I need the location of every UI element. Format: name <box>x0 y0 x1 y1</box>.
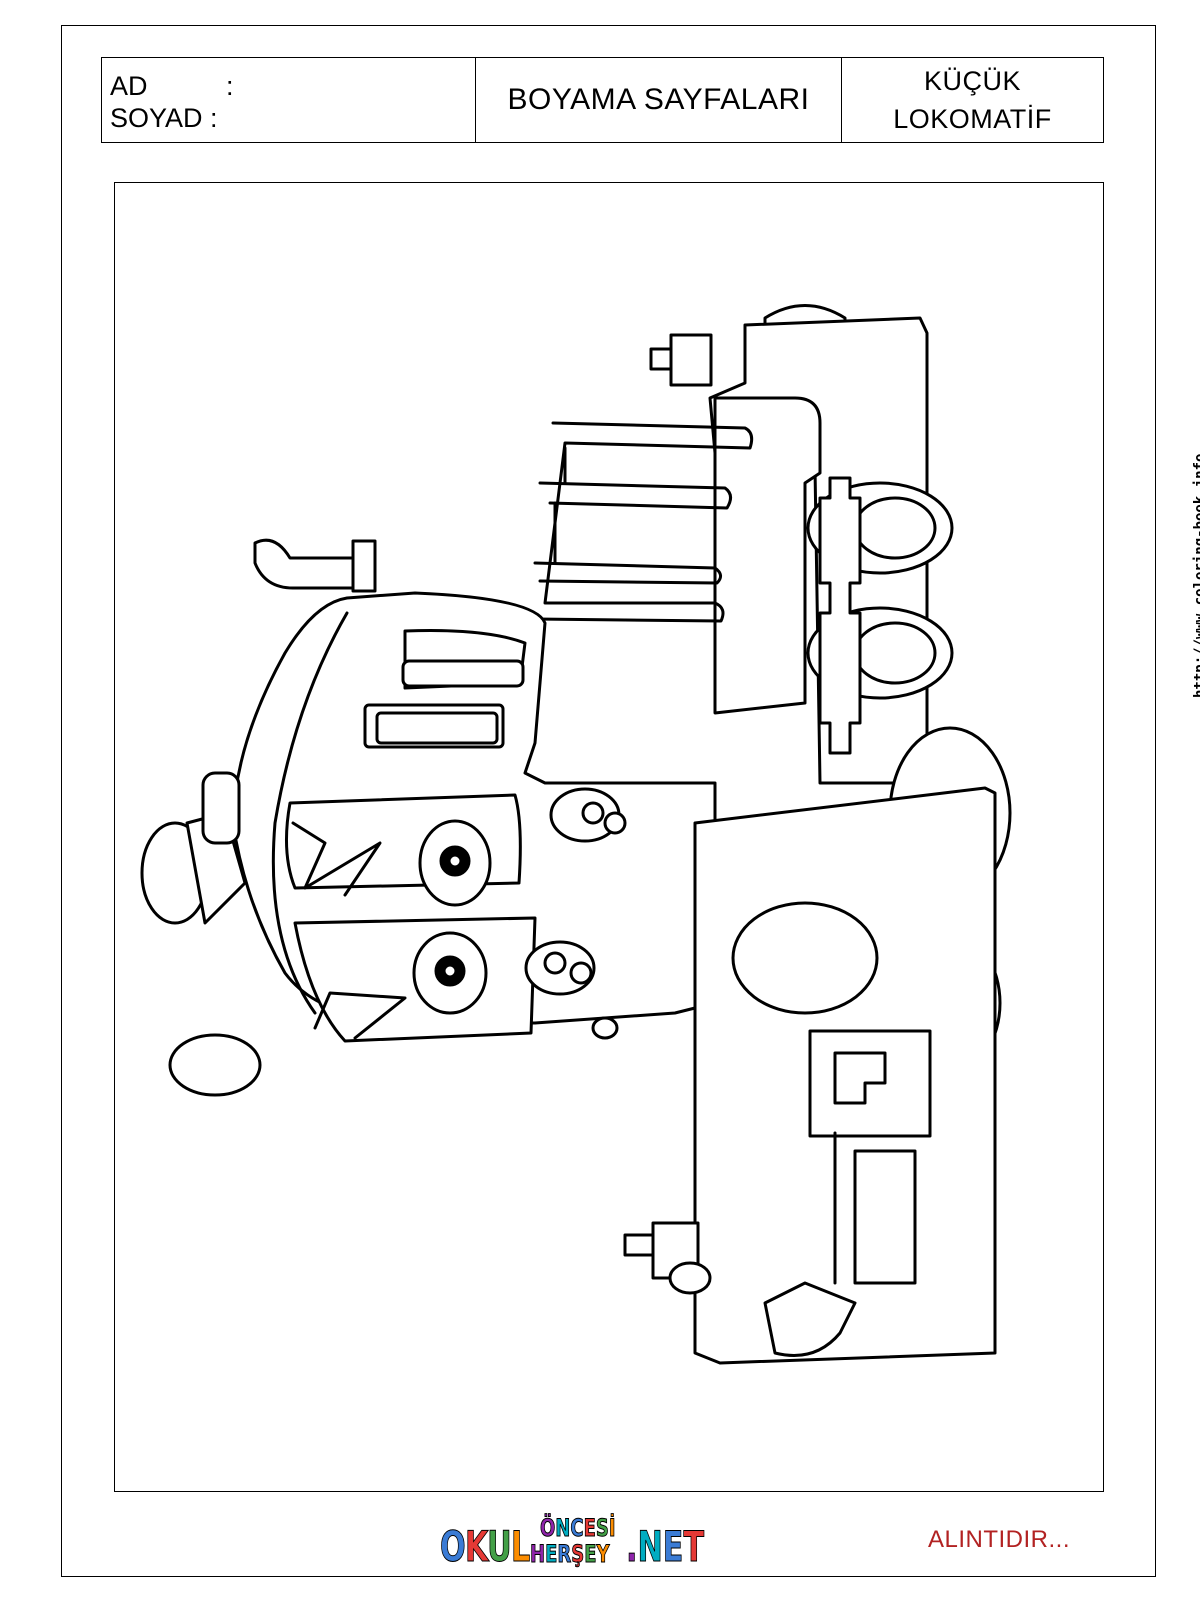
source-note: ALINTIDIR... <box>928 1526 1071 1553</box>
front-details <box>808 1029 932 1285</box>
logo-letter: C <box>570 1514 584 1543</box>
bottom-wheel <box>763 1281 857 1357</box>
subject-cell: KÜÇÜK LOKOMATİF <box>842 58 1103 142</box>
name-label: AD <box>110 71 148 101</box>
eyebrows <box>291 821 407 1040</box>
railings <box>533 421 754 623</box>
front-buffer <box>168 1033 262 1097</box>
logo-letter: Ş <box>571 1540 585 1569</box>
surname-label: SOYAD : <box>110 103 218 133</box>
logo-letter: Ö <box>540 1514 556 1543</box>
subject-line-2: LOKOMATİF <box>893 104 1052 134</box>
worksheet-border <box>61 25 1156 1577</box>
logo-letter: H <box>530 1540 546 1569</box>
logo-letter: L <box>511 1522 531 1572</box>
student-info-cell: AD: SOYAD : <box>102 58 476 142</box>
eye-right <box>412 931 488 1015</box>
name-field: AD: <box>110 72 234 100</box>
page-title: BOYAMA SAYFALARI <box>507 83 810 116</box>
subject-line-1: KÜÇÜK <box>923 66 1021 96</box>
surname-field: SOYAD : <box>110 104 218 132</box>
watermark-text: http://www.coloring-book.info <box>1192 453 1200 698</box>
headlamp <box>140 771 247 925</box>
rear-panel <box>713 396 822 715</box>
logo-letter: T <box>683 1522 705 1572</box>
logo-letter: E <box>583 1514 596 1543</box>
logo-letter: İ <box>608 1514 616 1543</box>
logo-net: .NET <box>626 1522 705 1572</box>
logo-oncesi: ÖNCESİ <box>540 1514 616 1543</box>
cab-windows <box>363 629 527 749</box>
exhaust-pipe <box>253 538 377 593</box>
logo-letter: Y <box>596 1540 610 1569</box>
logo-okul: OKUL <box>440 1522 531 1572</box>
logo-letter: E <box>584 1540 597 1569</box>
site-logo[interactable]: OKUL ÖNCESİ HERŞEY .NET <box>440 1512 710 1572</box>
top-coupler <box>649 333 713 387</box>
logo-letter: K <box>464 1522 489 1572</box>
source-watermark: http://www.coloring-book.info <box>1192 398 1200 698</box>
coloring-drawing-frame: http://www.coloring-book.info <box>114 182 1200 1492</box>
eye-left <box>418 819 492 907</box>
logo-letter: N <box>555 1514 571 1543</box>
logo-letter: N <box>637 1522 663 1572</box>
logo-letter: U <box>487 1522 512 1572</box>
face-bolts <box>524 787 627 1040</box>
logo-letter: R <box>557 1540 572 1569</box>
bottom-coupler <box>623 1221 712 1295</box>
logo-letter: S <box>595 1514 610 1543</box>
roof-edge <box>271 611 349 1015</box>
logo-letter: E <box>662 1522 684 1572</box>
logo-letter: . <box>626 1522 638 1572</box>
worksheet-header: AD: SOYAD : BOYAMA SAYFALARI KÜÇÜK LOKOM… <box>101 57 1104 143</box>
name-colon: : <box>226 71 234 101</box>
logo-letter: O <box>440 1522 466 1572</box>
logo-letter: E <box>545 1540 558 1569</box>
title-cell: BOYAMA SAYFALARI <box>476 58 842 142</box>
connecting-rod <box>818 476 862 755</box>
locomotive-illustration <box>140 304 1012 1365</box>
front-circle <box>731 901 879 1015</box>
logo-hersey: HERŞEY <box>530 1540 610 1569</box>
